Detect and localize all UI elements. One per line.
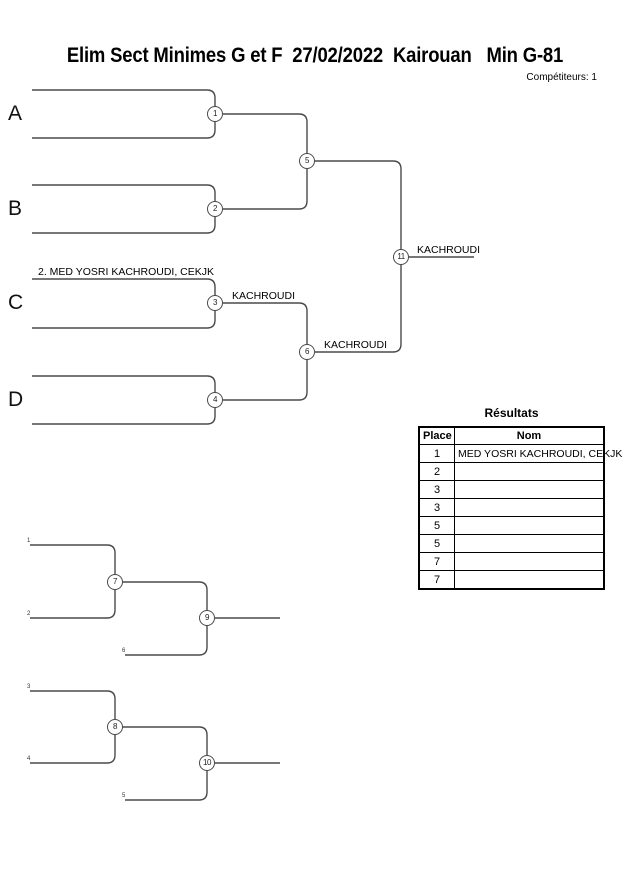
winner-label-match6: KACHROUDI [324,339,388,351]
match-circle-9: 9 [199,610,215,626]
results-cell-name [454,480,605,499]
feed-digit-r2-mid: 4 [27,756,31,762]
results-cell-place: 3 [418,480,455,499]
competitors-count: Compétiteurs: 1 [526,72,597,83]
results-row: 7 [418,552,605,571]
feed-digit-r1-low: 6 [122,648,126,654]
results-row: 3 [418,480,605,499]
match-circle-4: 4 [207,392,223,408]
results-title: Résultats [484,406,539,420]
pool-letter-a: A [8,102,23,125]
results-header-place: Place [418,426,455,445]
results-cell-name [454,498,605,517]
winner-label-match11: KACHROUDI [417,244,481,256]
feed-digit-r2-top: 3 [27,684,31,690]
results-cell-name [454,516,605,535]
match-circle-10: 10 [199,755,215,771]
results-cell-place: 5 [418,516,455,535]
results-cell-name [454,462,605,481]
results-cell-name [454,552,605,571]
match-circle-11: 11 [393,249,409,265]
match-circle-2: 2 [207,201,223,217]
title-row: Elim Sect Minimes G et F 27/02/2022 Kair… [0,44,630,68]
results-cell-place: 1 [418,444,455,463]
match-circle-7: 7 [107,574,123,590]
match-circle-3: 3 [207,295,223,311]
results-cell-place: 7 [418,552,455,571]
results-row: 5 [418,516,605,535]
results-row: 5 [418,534,605,553]
pool-letter-c: C [8,291,24,314]
results-header-name: Nom [454,426,605,445]
winner-label-match3: KACHROUDI [232,290,296,302]
results-header-row: Place Nom [418,426,605,445]
results-cell-place: 2 [418,462,455,481]
feed-digit-r1-top: 1 [27,538,31,544]
feed-digit-r1-mid: 2 [27,611,31,617]
results-cell-name [454,570,605,590]
match-circle-5: 5 [299,153,315,169]
repechage-bracket-1-lines [30,544,280,656]
results-cell-place: 7 [418,570,455,590]
results-row: 3 [418,498,605,517]
match-circle-1: 1 [207,106,223,122]
results-cell-place: 3 [418,498,455,517]
results-cell-place: 5 [418,534,455,553]
match-circle-8: 8 [107,719,123,735]
repechage-bracket-2-lines [30,690,280,801]
results-cell-name [454,534,605,553]
entry-pool-c: 2. MED YOSRI KACHROUDI, CEKJK [38,266,215,278]
page-title: Elim Sect Minimes G et F 27/02/2022 Kair… [66,44,564,67]
results-row: 7 [418,570,605,590]
results-cell-name: MED YOSRI KACHROUDI, CEKJK [454,444,622,463]
results-row: 2 [418,462,605,481]
feed-digit-r2-low: 5 [122,793,126,799]
match-circle-6: 6 [299,344,315,360]
pool-letter-b: B [8,197,23,220]
pool-letter-d: D [8,388,24,411]
